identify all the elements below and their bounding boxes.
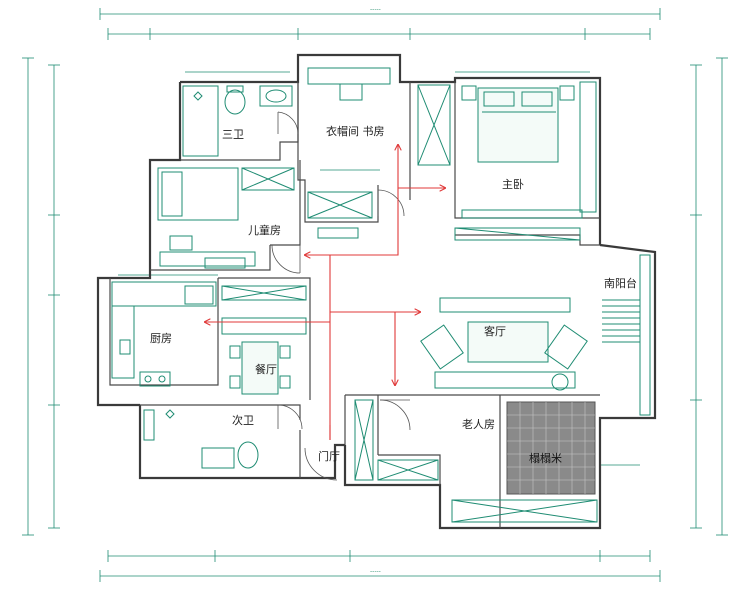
- bath3-fixtures: [182, 85, 293, 157]
- circulation-arrows: [205, 145, 445, 440]
- tatami-platform: [506, 401, 596, 495]
- room-label-entry: 门厅: [318, 449, 340, 463]
- doors: [271, 111, 411, 481]
- master-bed: [454, 81, 597, 241]
- entry-cabinet: [354, 399, 374, 481]
- room-label-cloakroom-study: 衣帽间 书房: [326, 124, 385, 138]
- room-label-living: 客厅: [484, 324, 506, 338]
- kitchen-counters: [111, 281, 307, 387]
- dining-table: [221, 317, 307, 395]
- room-label-second-bedroom: 儿童房: [248, 223, 281, 237]
- study-furniture: [307, 67, 451, 239]
- second-bath-fixtures: [143, 409, 259, 469]
- dimension-lines: ----- -----: [22, 6, 728, 582]
- elder-room-furniture: [377, 459, 598, 523]
- room-label-bath3: 三卫: [222, 128, 244, 141]
- room-label-dining: 餐厅: [255, 362, 277, 376]
- interior-walls: [109, 82, 600, 528]
- living-room-furniture: [420, 297, 588, 391]
- room-label-second-bath: 次卫: [232, 413, 254, 427]
- room-label-master-bedroom: 主卧: [502, 178, 524, 191]
- room-label-elder-room: 老人房: [462, 418, 495, 431]
- room-label-kitchen: 厨房: [150, 332, 172, 345]
- room-labels: 三卫 衣帽间 书房 主卧 儿童房 厨房 餐厅 客厅 南阳台 次卫 门厅 老人房 …: [150, 124, 637, 465]
- room-label-south-balcony: 南阳台: [604, 276, 637, 290]
- second-bedroom-furniture: [157, 167, 295, 269]
- balcony-rail: [602, 254, 651, 416]
- svg-text:-----: -----: [370, 568, 381, 575]
- room-label-tatami: 榻榻米: [529, 451, 562, 465]
- svg-text:-----: -----: [370, 6, 381, 13]
